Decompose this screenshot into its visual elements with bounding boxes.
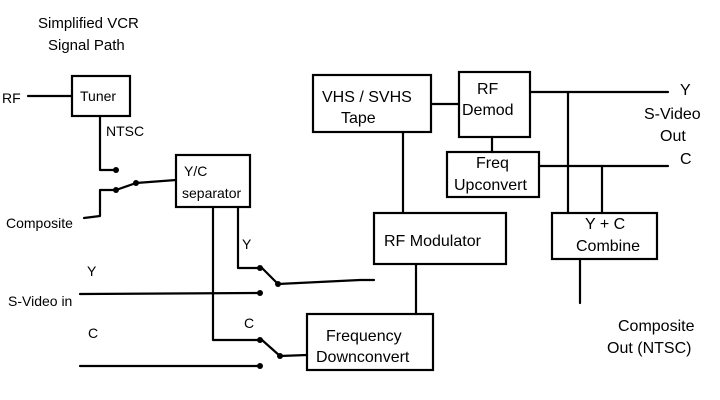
switch-to-separator-wire bbox=[134, 178, 178, 185]
diagram-title-line1: Simplified VCR bbox=[38, 15, 139, 32]
composite-out-label-2: Out (NTSC) bbox=[607, 340, 691, 357]
tuner-block: Tuner bbox=[70, 74, 132, 118]
svideo-out-c-label: C bbox=[680, 151, 692, 168]
freq-downconvert-label-2: Downconvert bbox=[316, 349, 410, 366]
svideo-y-in-wire bbox=[78, 291, 262, 296]
separator-y-wire bbox=[236, 205, 262, 270]
composite-out-label-1: Composite bbox=[618, 318, 695, 335]
diagram-title-line2: Signal Path bbox=[48, 37, 125, 54]
svideo-out-label-1: S-Video bbox=[644, 106, 701, 123]
svideo-out-y-label: Y bbox=[680, 82, 691, 99]
switch-contacts bbox=[113, 167, 283, 369]
tuner-label: Tuner bbox=[80, 88, 116, 104]
rf-modulator-label: RF Modulator bbox=[384, 233, 482, 250]
ntsc-label: NTSC bbox=[106, 123, 144, 139]
tuner-ntsc-wire bbox=[98, 114, 118, 172]
yc-separator-block: Y/C separator bbox=[174, 153, 252, 209]
freq-upconvert-label-2: Upconvert bbox=[454, 177, 527, 194]
separator-c-label: C bbox=[244, 315, 254, 331]
signal-wires bbox=[26, 90, 670, 368]
separator-y-label: Y bbox=[242, 236, 252, 252]
yc-combine-label-1: Y + C bbox=[585, 216, 625, 233]
tape-label-2: Tape bbox=[341, 110, 376, 127]
freq-downconvert-block: Frequency Downconvert bbox=[305, 312, 435, 372]
tape-block: VHS / SVHS Tape bbox=[311, 73, 433, 134]
input-select-switch bbox=[114, 181, 138, 192]
c-select-switch bbox=[260, 338, 282, 358]
y-switch-to-modulator-wire bbox=[276, 278, 376, 286]
rf-demod-label-1: RF bbox=[477, 81, 499, 98]
rf-input-label: RF bbox=[2, 90, 21, 106]
yc-separator-label-1: Y/C bbox=[184, 163, 207, 179]
svideo-in-label: S-Video in bbox=[8, 293, 72, 309]
separator-c-wire bbox=[211, 205, 262, 342]
composite-input-label: Composite bbox=[6, 215, 73, 231]
yc-separator-label-2: separator bbox=[182, 185, 241, 201]
c-switch-to-downconvert-wire bbox=[278, 353, 309, 358]
svideo-out-label-2: Out bbox=[660, 128, 686, 145]
rf-modulator-block: RF Modulator bbox=[372, 211, 508, 266]
freq-upconvert-label-1: Freq bbox=[476, 155, 509, 172]
freq-downconvert-label-1: Frequency bbox=[326, 328, 402, 345]
tape-label-1: VHS / SVHS bbox=[322, 89, 412, 106]
rf-demod-block: RF Demod bbox=[457, 70, 532, 139]
composite-wire bbox=[82, 188, 118, 220]
yc-combine-label-2: Combine bbox=[576, 238, 640, 255]
svideo-in-y-label: Y bbox=[87, 263, 97, 279]
y-select-switch bbox=[260, 266, 280, 286]
yc-combine-block: Y + C Combine bbox=[550, 211, 659, 261]
freq-upconvert-block: Freq Upconvert bbox=[445, 150, 541, 199]
svideo-in-c-label: C bbox=[88, 325, 98, 341]
rf-demod-label-2: Demod bbox=[462, 102, 514, 119]
